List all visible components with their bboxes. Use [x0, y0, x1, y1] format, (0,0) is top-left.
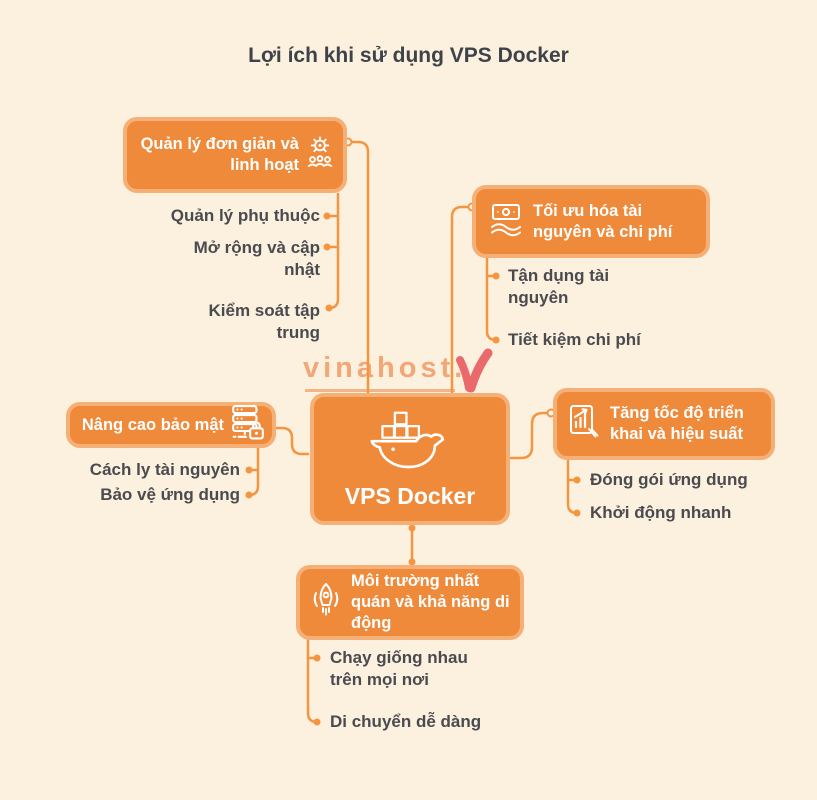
watermark: vinahost.	[303, 352, 466, 385]
connector-center-speed	[508, 411, 551, 460]
leaf-item-management-2: Mở rộng và cập nhật	[193, 238, 320, 279]
watermark-underline	[305, 389, 455, 392]
branch-security-node: Nâng cao bảo mật	[66, 402, 276, 448]
leaf-item-portability-1: Chạy giống nhau trên mọi nơi	[330, 648, 468, 689]
spine-portability	[306, 638, 319, 724]
branch-speed-label: Tăng tốc độ triển khai và hiệu suất	[610, 404, 744, 443]
page-title: Lợi ích khi sử dụng VPS Docker	[248, 44, 569, 67]
leaf-item-optimization-2: Tiết kiệm chi phí	[508, 330, 641, 349]
docker-whale-icon	[360, 411, 460, 481]
center-node-label: VPS Docker	[344, 483, 476, 509]
vinahost-logo-mark	[456, 348, 493, 393]
connector-security-center	[268, 426, 310, 456]
leaf-item-security-2: Bảo vệ ứng dụng	[100, 485, 240, 504]
leaf-item-speed-2: Khởi động nhanh	[590, 503, 732, 522]
branch-speed-node: Tăng tốc độ triển khai và hiệu suất	[553, 388, 775, 460]
spine-optimization	[485, 256, 498, 342]
leaf-item-security-1: Cách ly tài nguyên	[89, 460, 240, 479]
branch-optimization-node: Tối ưu hóa tài nguyên và chi phí	[472, 185, 710, 258]
rocket-icon	[310, 581, 342, 625]
server-lock-icon	[230, 404, 266, 446]
connector-optimization-center	[450, 205, 474, 397]
leaf-item-management-3: Kiểm soát tập trung	[208, 301, 320, 342]
leaf-item-portability-2: Di chuyển dễ dàng	[330, 712, 482, 731]
connector-dots	[245, 212, 581, 726]
watermark-text: vinahost.	[303, 352, 467, 384]
money-hand-icon	[488, 201, 524, 243]
leaf-item-management-1: Quản lý phụ thuộc	[170, 206, 320, 225]
leaf-item-speed-1: Đóng gói ứng dụng	[590, 470, 748, 489]
branch-portability-node: Môi trường nhất quán và khả năng di động	[296, 565, 524, 640]
branch-management-node: Quản lý đơn giản và linh hoạt	[123, 117, 347, 193]
gear-team-icon	[305, 135, 335, 175]
connector-management-center	[346, 140, 370, 397]
branch-portability-label: Môi trường nhất quán và khả năng di động	[351, 572, 510, 632]
branch-management-label: Quản lý đơn giản và linh hoạt	[140, 135, 299, 174]
chart-deploy-icon	[567, 403, 601, 445]
spine-speed	[566, 458, 579, 515]
center-node: VPS Docker	[310, 393, 510, 525]
spine-management	[325, 192, 340, 310]
branch-security-label: Nâng cao bảo mật	[81, 415, 224, 434]
branch-optimization-label: Tối ưu hóa tài nguyên và chi phí	[533, 201, 673, 241]
leaf-item-optimization-1: Tận dụng tài nguyên	[508, 266, 610, 307]
